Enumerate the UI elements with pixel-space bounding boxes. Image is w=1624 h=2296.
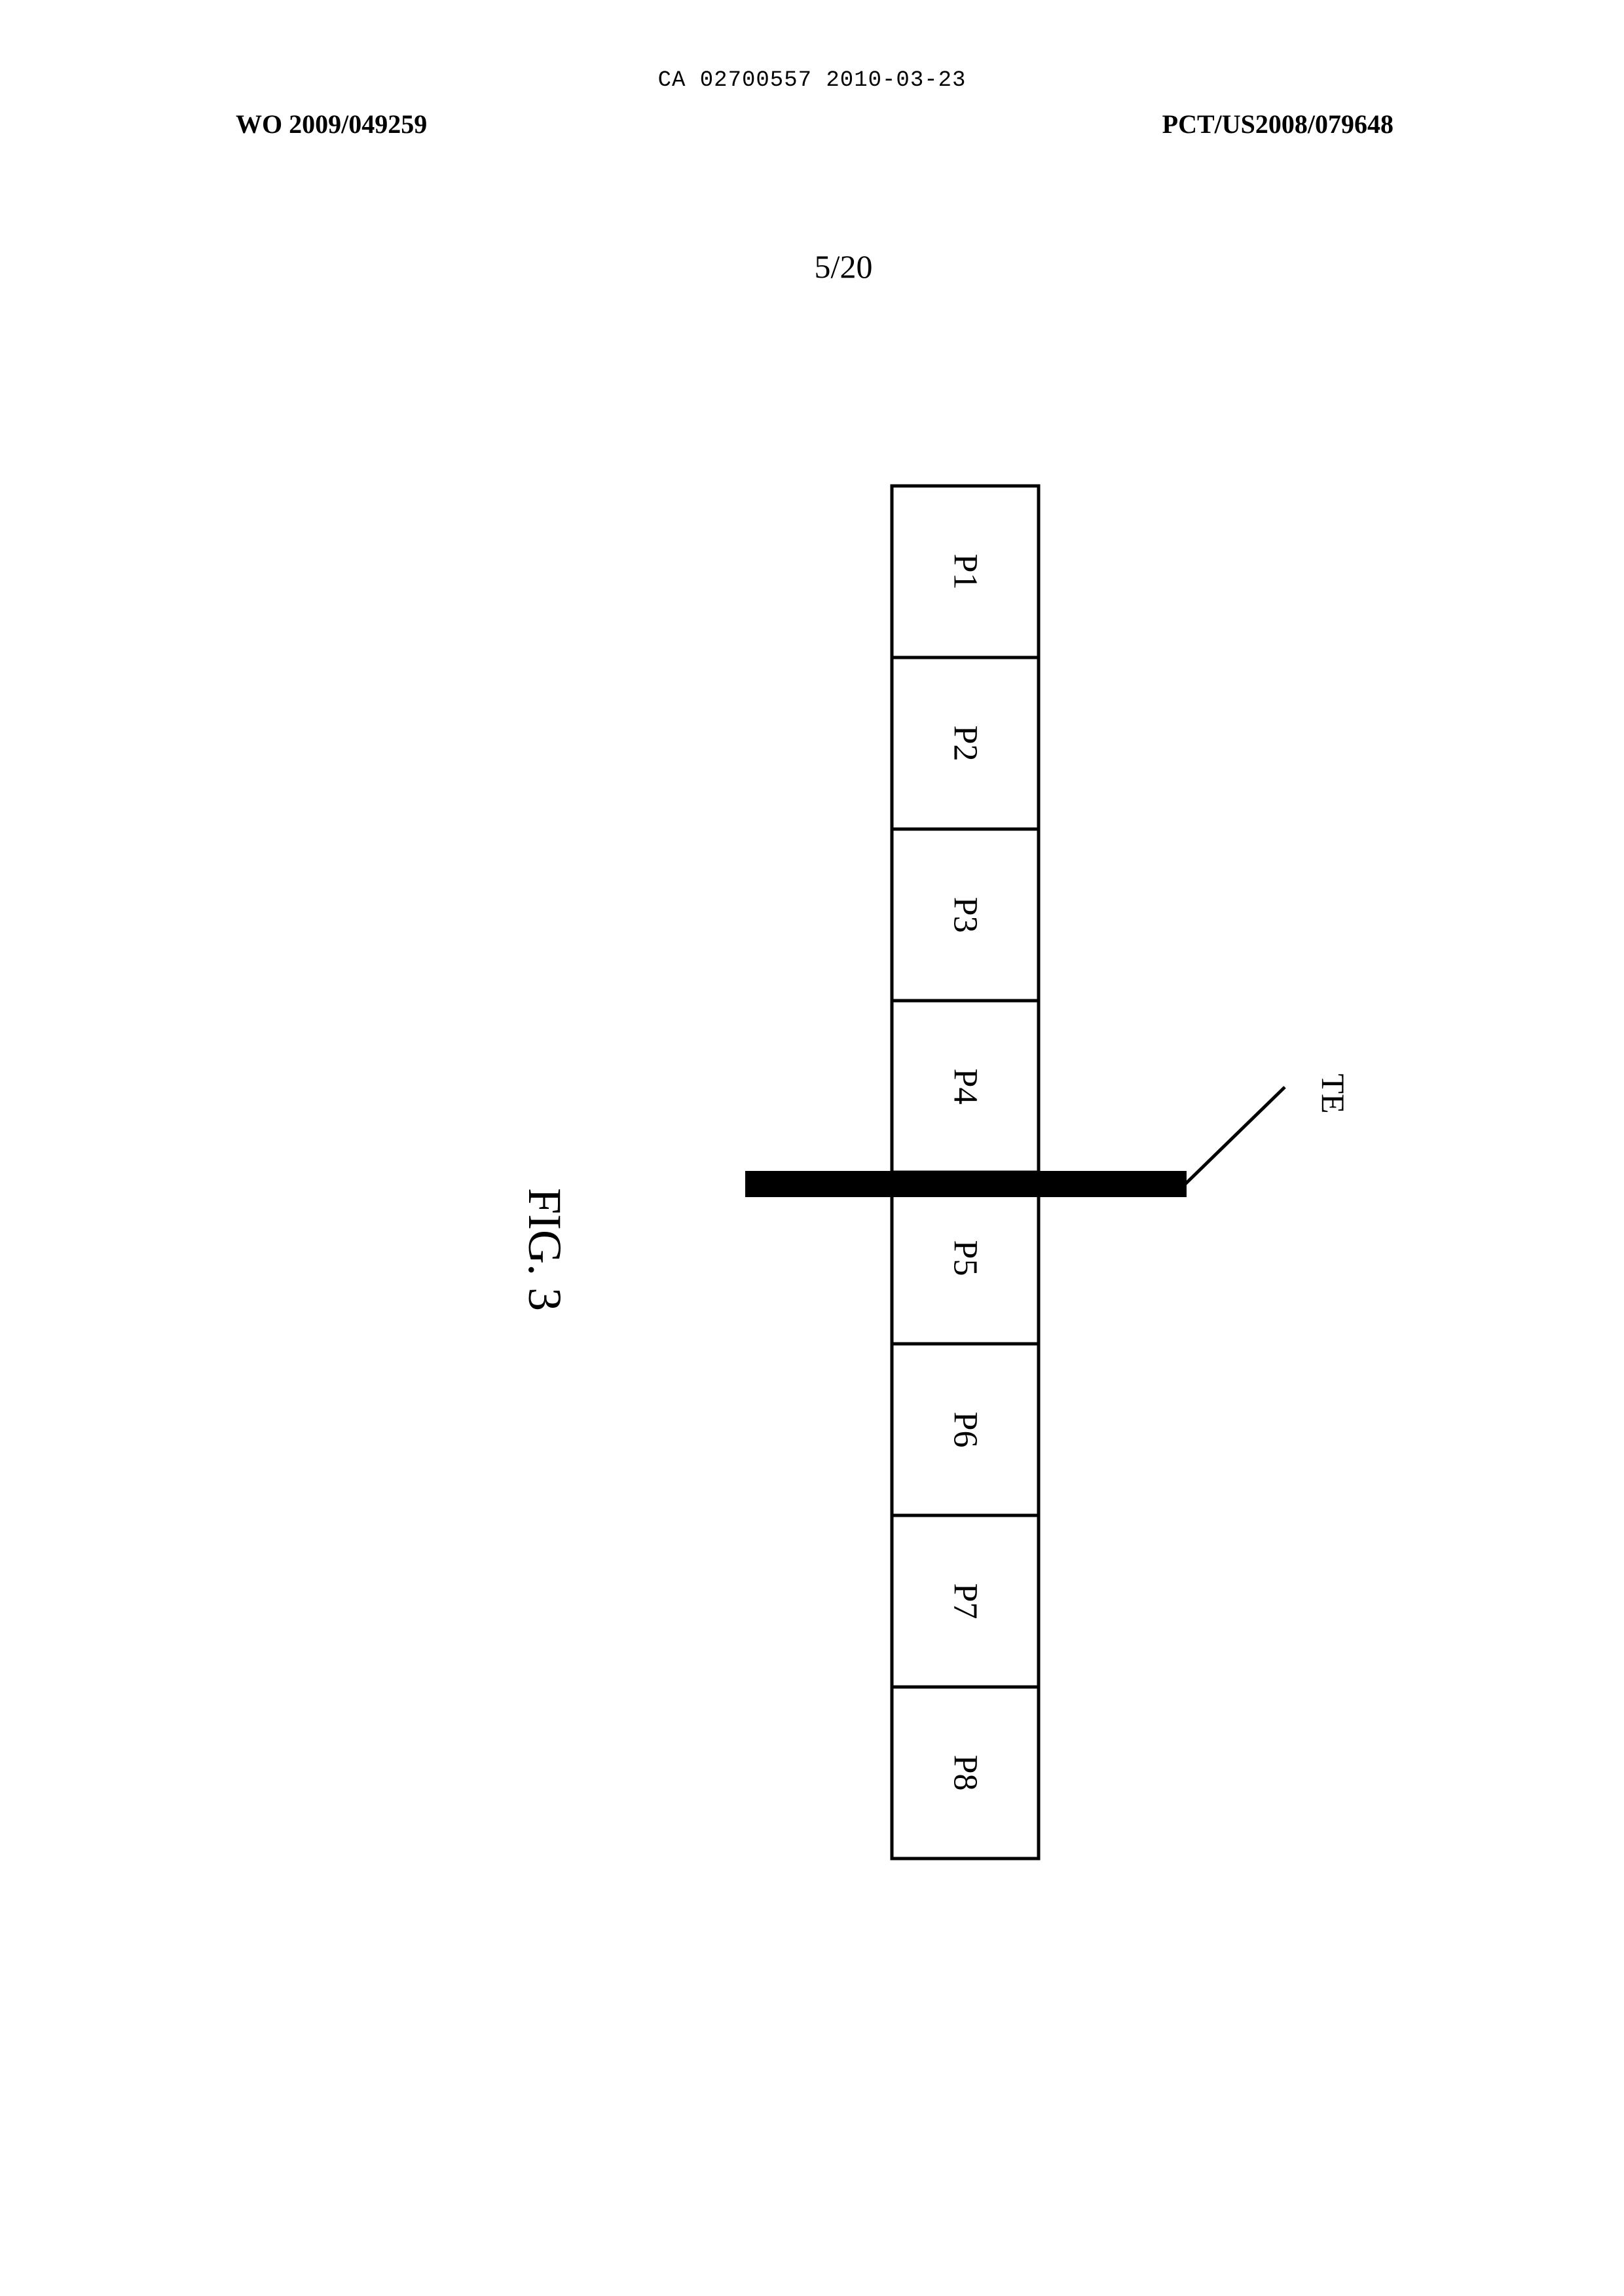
te-leader-line <box>1184 1087 1285 1185</box>
te-label: TE <box>1315 1073 1352 1113</box>
partition-label-2: P2 <box>947 726 984 762</box>
partition-label-6: P6 <box>947 1412 984 1448</box>
partition-label-3: P3 <box>947 897 984 933</box>
te-boundary-bar <box>745 1171 1187 1197</box>
partition-label-5: P5 <box>947 1240 984 1276</box>
figure-caption: FIG. 3 <box>519 1188 571 1311</box>
partition-label-7: P7 <box>947 1583 984 1620</box>
partition-label-4: P4 <box>947 1069 984 1105</box>
partition-label-1: P1 <box>947 554 984 590</box>
partition-label-8: P8 <box>947 1755 984 1791</box>
